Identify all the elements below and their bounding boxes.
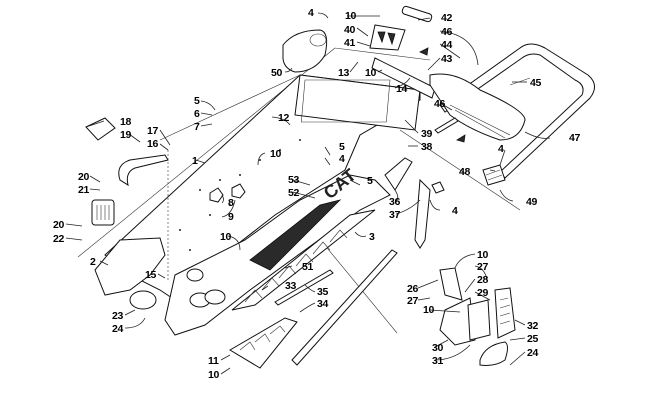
callout-32: 32 xyxy=(527,320,539,332)
callout-7: 7 xyxy=(194,121,200,133)
callout-24: 24 xyxy=(527,347,539,359)
callout-31: 31 xyxy=(432,355,444,367)
callout-11: 11 xyxy=(208,355,219,367)
callout-46: 46 xyxy=(441,26,453,38)
leader-lines xyxy=(65,12,551,375)
callout-38: 38 xyxy=(421,141,433,153)
callout-5: 5 xyxy=(194,95,200,107)
side-panel: CAT xyxy=(164,165,391,336)
callout-16: 16 xyxy=(147,138,159,150)
lower-right-parts xyxy=(439,267,516,366)
right-side-parts xyxy=(384,157,445,249)
callout-53: 53 xyxy=(288,174,300,186)
callout-21: 21 xyxy=(78,184,90,196)
callout-51: 51 xyxy=(302,261,314,273)
callout-43: 43 xyxy=(441,53,453,65)
callout-33: 33 xyxy=(285,280,297,292)
callout-labels: 4 50 10 40 41 42 46 44 43 13 10 14 45 46… xyxy=(53,7,581,381)
callout-10: 10 xyxy=(270,148,282,160)
callout-24: 24 xyxy=(112,323,124,335)
callout-10: 10 xyxy=(423,304,435,316)
callout-42: 42 xyxy=(441,12,453,24)
callout-3: 3 xyxy=(369,231,375,243)
lower-board xyxy=(229,317,298,369)
callout-10: 10 xyxy=(345,10,357,22)
callout-19: 19 xyxy=(120,129,132,141)
callout-26: 26 xyxy=(407,283,419,295)
callout-4: 4 xyxy=(308,7,314,19)
callout-30: 30 xyxy=(432,342,444,354)
callout-37: 37 xyxy=(389,209,401,221)
callout-10: 10 xyxy=(477,249,489,261)
rear-brackets xyxy=(369,5,436,99)
callout-28: 28 xyxy=(477,274,489,286)
callout-27: 27 xyxy=(477,261,489,273)
callout-4: 4 xyxy=(339,153,345,165)
callout-2: 2 xyxy=(90,256,96,268)
callout-35: 35 xyxy=(317,286,329,298)
callout-40: 40 xyxy=(344,24,356,36)
callout-52: 52 xyxy=(288,187,300,199)
front-left-parts xyxy=(85,117,169,310)
callout-9: 9 xyxy=(228,211,234,223)
tunnel-part xyxy=(104,74,421,301)
callout-5: 5 xyxy=(367,175,373,187)
callout-48: 48 xyxy=(459,166,471,178)
callout-5: 5 xyxy=(339,141,345,153)
callout-29: 29 xyxy=(477,287,489,299)
callout-15: 15 xyxy=(145,269,157,281)
callout-44: 44 xyxy=(441,39,453,51)
callout-20: 20 xyxy=(78,171,90,183)
callout-12: 12 xyxy=(278,112,290,124)
callout-23: 23 xyxy=(112,310,124,322)
callout-25: 25 xyxy=(527,333,539,345)
callout-50: 50 xyxy=(271,67,283,79)
callout-47: 47 xyxy=(569,132,581,144)
callout-14: 14 xyxy=(396,83,408,95)
callout-10: 10 xyxy=(220,231,232,243)
callout-34: 34 xyxy=(317,298,329,310)
callout-20: 20 xyxy=(53,219,65,231)
callout-1: 1 xyxy=(192,155,198,167)
rails xyxy=(274,249,398,366)
callout-27: 27 xyxy=(407,295,419,307)
callout-46: 46 xyxy=(434,98,446,110)
callout-22: 22 xyxy=(53,233,65,245)
seat-part xyxy=(282,29,328,73)
callout-10: 10 xyxy=(208,369,220,381)
callout-39: 39 xyxy=(421,128,433,140)
callout-4: 4 xyxy=(452,205,458,217)
callout-4: 4 xyxy=(498,143,504,155)
callout-49: 49 xyxy=(526,196,538,208)
callout-41: 41 xyxy=(344,37,356,49)
callout-6: 6 xyxy=(194,108,200,120)
hitch-bracket xyxy=(482,164,506,186)
callout-8: 8 xyxy=(228,197,234,209)
callout-36: 36 xyxy=(389,196,401,208)
callout-10: 10 xyxy=(365,67,377,79)
callout-45: 45 xyxy=(530,77,542,89)
running-board xyxy=(231,209,376,311)
callout-18: 18 xyxy=(120,116,132,128)
callout-13: 13 xyxy=(338,67,350,79)
callout-17: 17 xyxy=(147,125,159,137)
